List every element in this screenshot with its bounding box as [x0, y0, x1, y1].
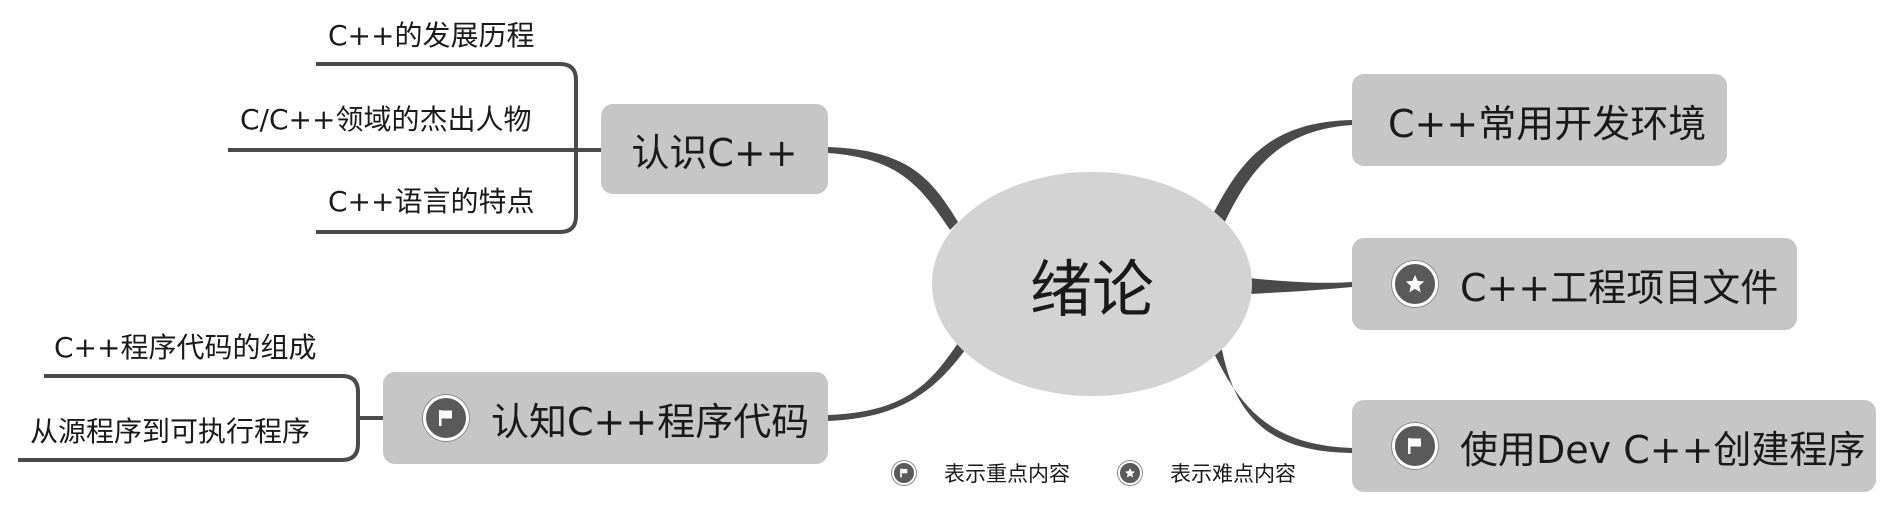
legend-difficult-points-label: 表示难点内容 — [1170, 462, 1296, 486]
connector-center-to-devcpp — [1210, 345, 1352, 453]
flag-icon — [423, 395, 469, 441]
topic-dev-environment[interactable]: C++常用开发环境 — [1352, 74, 1727, 166]
legend-key-points-label: 表示重点内容 — [944, 462, 1070, 486]
connector-center-to-understand-code — [828, 340, 968, 421]
legend-difficult-points: 表示难点内容 — [1118, 458, 1296, 488]
topic-understand-code-label: 认知C++程序代码 — [491, 399, 810, 444]
star-icon — [1392, 261, 1438, 307]
leaf-cpp-notable-people[interactable]: C/C++领域的杰出人物 — [240, 103, 532, 136]
central-topic-label: 绪论 — [1029, 253, 1154, 326]
topic-create-with-devcpp-label: 使用Dev C++创建程序 — [1460, 427, 1866, 472]
topic-know-cpp[interactable]: 认识C++ — [601, 104, 828, 194]
connector-center-to-project-files — [1248, 278, 1352, 294]
legend-key-points: 表示重点内容 — [892, 458, 1070, 488]
topic-create-with-devcpp[interactable]: 使用Dev C++创建程序 — [1352, 400, 1876, 492]
topic-dev-environment-label: C++常用开发环境 — [1388, 101, 1707, 146]
flag-icon — [1392, 423, 1438, 469]
flag-icon — [892, 461, 916, 485]
leaf-cpp-features[interactable]: C++语言的特点 — [328, 185, 535, 218]
connector-center-to-know-cpp — [828, 147, 958, 230]
leaf-cpp-history[interactable]: C++的发展历程 — [328, 19, 535, 52]
topic-project-files-label: C++工程项目文件 — [1460, 265, 1779, 310]
bracket-understand-code — [18, 374, 383, 462]
leaf-source-to-executable[interactable]: 从源程序到可执行程序 — [30, 415, 311, 448]
central-topic[interactable]: 绪论 — [932, 172, 1252, 396]
topic-project-files[interactable]: C++工程项目文件 — [1352, 238, 1797, 330]
leaf-code-composition[interactable]: C++程序代码的组成 — [54, 331, 317, 364]
topic-understand-code[interactable]: 认知C++程序代码 — [383, 372, 828, 464]
bracket-know-cpp — [228, 62, 601, 234]
topic-know-cpp-label: 认识C++ — [631, 130, 798, 175]
connector-center-to-env — [1210, 120, 1352, 228]
star-icon — [1118, 461, 1142, 485]
